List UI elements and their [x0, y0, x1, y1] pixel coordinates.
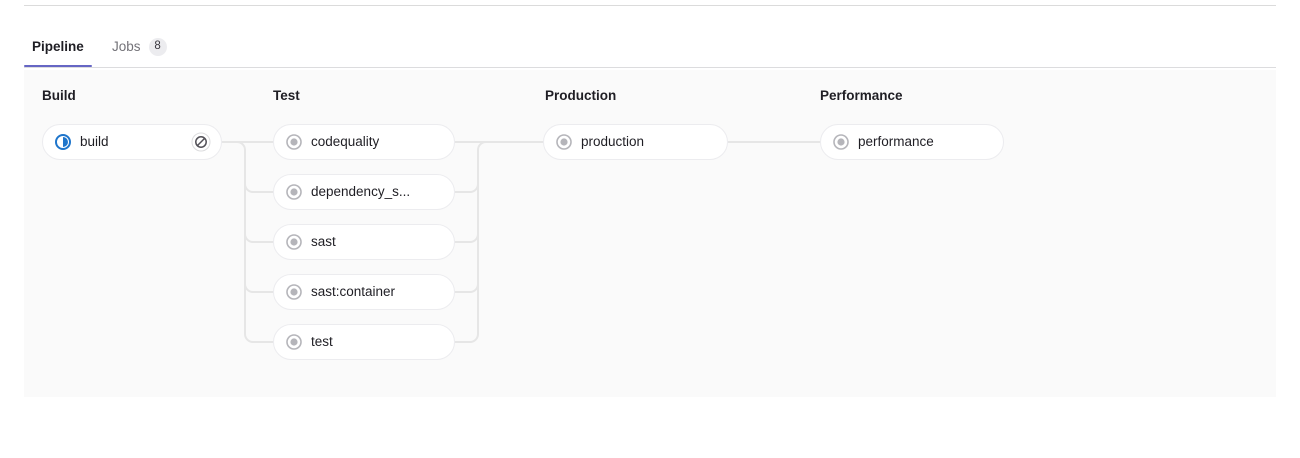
- status-created-icon: [286, 184, 302, 200]
- tab-active-underline: [24, 65, 92, 67]
- pipeline-connectors: [222, 141, 820, 343]
- link-test-3-to-production: [455, 150, 479, 243]
- job-name-codequality: codequality: [311, 135, 380, 149]
- job-name-sast: sast: [311, 235, 336, 249]
- link-test-4-to-production: [455, 150, 479, 293]
- stage-title-test: Test: [273, 88, 300, 103]
- job-node-sast[interactable]: sast: [273, 224, 455, 260]
- job-name-sast-container: sast:container: [311, 285, 396, 299]
- tab-jobs-count-badge: 8: [148, 37, 167, 56]
- job-node-test[interactable]: test: [273, 324, 455, 360]
- job-name-dependency-scanning: dependency_s...: [311, 185, 411, 199]
- status-created-icon: [286, 284, 302, 300]
- link-build-to-test-2: [244, 150, 273, 193]
- tab-pipeline[interactable]: Pipeline: [24, 26, 92, 67]
- status-created-icon: [286, 234, 302, 250]
- status-created-icon: [286, 334, 302, 350]
- stage-title-production: Production: [545, 88, 617, 103]
- job-node-sast-container[interactable]: sast:container: [273, 274, 455, 310]
- tab-pipeline-label: Pipeline: [32, 38, 84, 54]
- tab-jobs[interactable]: Jobs 8: [104, 26, 175, 67]
- job-name-performance: performance: [858, 135, 934, 149]
- status-created-icon: [556, 134, 572, 150]
- tab-bar-rule: [24, 67, 1276, 68]
- job-name-test: test: [311, 335, 333, 349]
- job-node-build[interactable]: build: [42, 124, 222, 160]
- job-node-production[interactable]: production: [543, 124, 728, 160]
- tab-bar: Pipeline Jobs 8: [24, 26, 1276, 68]
- link-test-5-to-production: [455, 141, 543, 343]
- link-build-to-test-5: [222, 141, 273, 343]
- status-created-icon: [833, 134, 849, 150]
- link-test-2-to-production: [455, 150, 479, 193]
- cancel-icon[interactable]: [191, 132, 211, 152]
- tab-jobs-label: Jobs: [112, 38, 141, 54]
- stage-title-performance: Performance: [820, 88, 903, 103]
- link-build-to-test-4: [244, 150, 273, 293]
- pipeline-graph-panel: Build Test Production Performance build: [24, 70, 1276, 397]
- job-name-build: build: [80, 135, 109, 149]
- job-name-production: production: [581, 135, 645, 149]
- link-build-to-test-3: [244, 150, 273, 243]
- stage-title-build: Build: [42, 88, 76, 103]
- job-node-dependency-scanning[interactable]: dependency_s...: [273, 174, 455, 210]
- status-created-icon: [286, 134, 302, 150]
- job-node-codequality[interactable]: codequality: [273, 124, 455, 160]
- job-node-performance[interactable]: performance: [820, 124, 1004, 160]
- content-divider: [24, 5, 1276, 6]
- status-running-icon: [55, 134, 71, 150]
